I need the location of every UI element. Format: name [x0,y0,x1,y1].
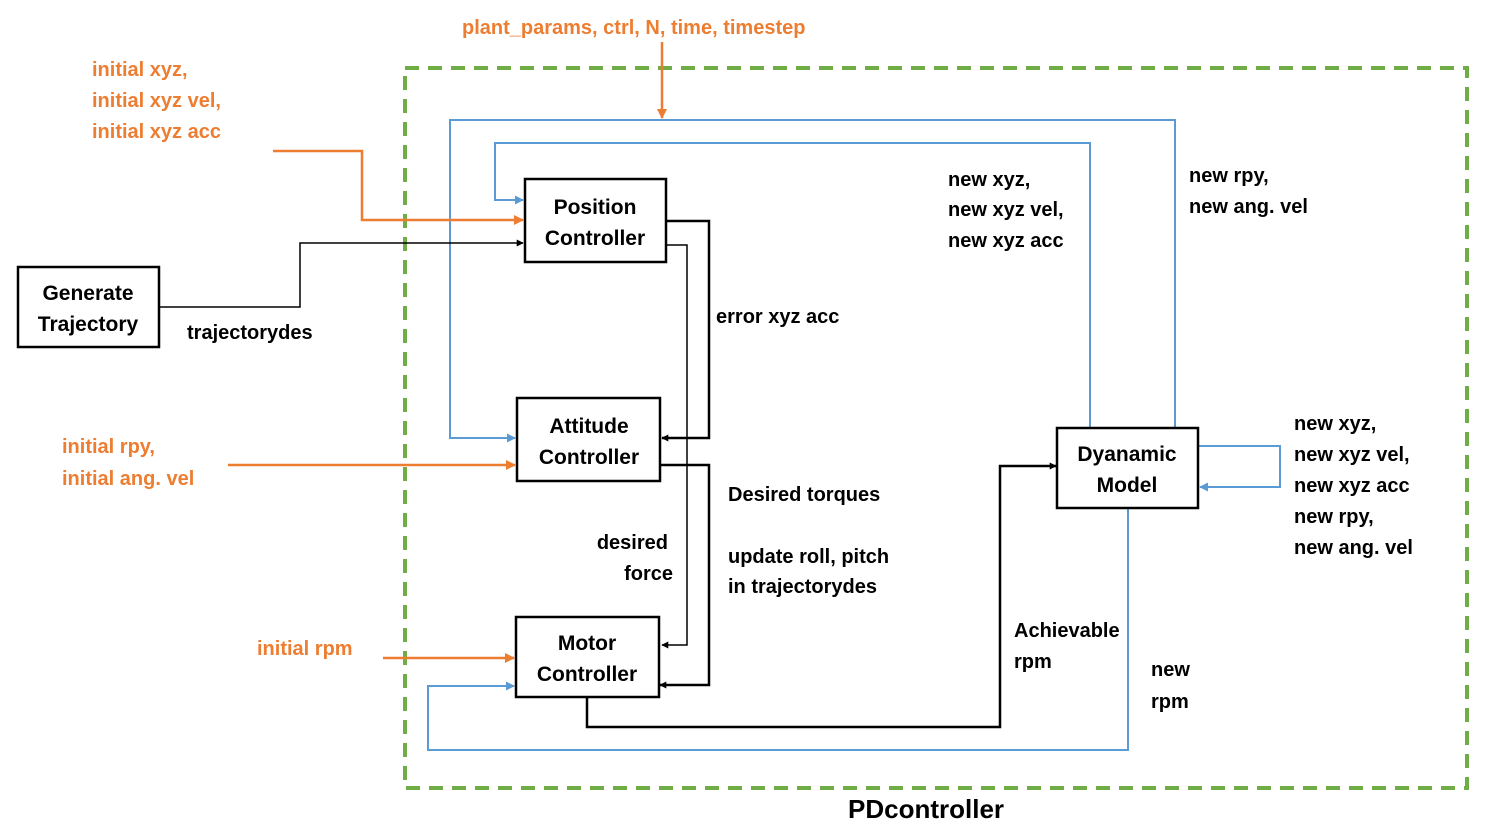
initial-xyz-label-line2: initial xyz vel, [92,90,221,112]
initial-xyz-input-wire [273,149,524,225]
dynamic-model-self-loop-wire [1198,445,1281,492]
update-roll-pitch-label-line1: update roll, pitch [728,546,889,568]
dynamic-model-label-line2: Model [1097,474,1158,497]
self-loop-label-line1: new xyz, [1294,413,1376,435]
desired-torques-wire [659,463,711,689]
generate-trajectory-block[interactable]: Generate Trajectory [16,265,161,349]
feedback-new-rpy-wire [449,119,1176,443]
position-controller-label-line1: Position [554,196,637,219]
achievable-rpm-wire [585,462,1057,729]
feedback-new-rpm-wire [427,508,1129,751]
initial-rpy-label-line1: initial rpy, [62,436,155,458]
new-rpy-feedback-label-line1: new rpy, [1189,165,1269,187]
position-controller-block[interactable]: Position Controller [523,177,668,264]
new-xyz-feedback-label-line1: new xyz, [948,169,1030,191]
update-roll-pitch-label-line2: in trajectorydes [728,576,877,598]
desired-torques-label: Desired torques [728,484,880,506]
pdcontroller-boundary [403,66,1469,790]
new-rpm-label-line2: rpm [1151,691,1189,713]
motor-controller-label-line2: Controller [537,663,637,686]
generate-trajectory-label-line1: Generate [42,282,133,305]
initial-xyz-label-line3: initial xyz acc [92,121,221,143]
initial-xyz-label-line1: initial xyz, [92,59,188,81]
attitude-controller-label-line2: Controller [539,446,639,469]
dynamic-model-label-line1: Dyanamic [1077,443,1177,466]
attitude-controller-block[interactable]: Attitude Controller [515,396,662,483]
attitude-controller-label-line1: Attitude [549,415,628,438]
new-rpy-feedback-label-line2: new ang. vel [1189,196,1308,218]
motor-controller-label-line1: Motor [558,632,616,655]
desired-force-label-line2: force [624,563,673,585]
pdcontroller-title: PDcontroller [848,794,1004,824]
feedback-new-xyz-wire [494,142,1091,427]
new-xyz-feedback-label-line3: new xyz acc [948,230,1064,252]
achievable-rpm-label-line2: rpm [1014,651,1052,673]
error-xyz-acc-label: error xyz acc [716,306,839,328]
self-loop-label-line4: new rpy, [1294,506,1374,528]
params-input-label: plant_params, ctrl, N, time, timestep [462,17,805,39]
self-loop-label-line5: new ang. vel [1294,537,1413,559]
new-xyz-feedback-label-line2: new xyz vel, [948,199,1064,221]
position-controller-label-line2: Controller [545,227,645,250]
trajectorydes-label: trajectorydes [187,322,313,344]
desired-force-wire [661,244,688,649]
initial-rpm-label: initial rpm [257,638,353,660]
desired-force-label-line1: desired [597,532,668,554]
trajectorydes-wire [160,239,524,308]
achievable-rpm-label-line1: Achievable [1014,620,1120,642]
initial-rpy-label-line2: initial ang. vel [62,468,194,490]
self-loop-label-line3: new xyz acc [1294,475,1410,497]
self-loop-label-line2: new xyz vel, [1294,444,1410,466]
new-rpm-label-line1: new [1151,659,1190,681]
error-xyz-acc-wire [661,219,711,442]
generate-trajectory-label-line2: Trajectory [38,313,139,336]
motor-controller-block[interactable]: Motor Controller [514,615,661,699]
dynamic-model-block[interactable]: Dyanamic Model [1055,426,1200,510]
